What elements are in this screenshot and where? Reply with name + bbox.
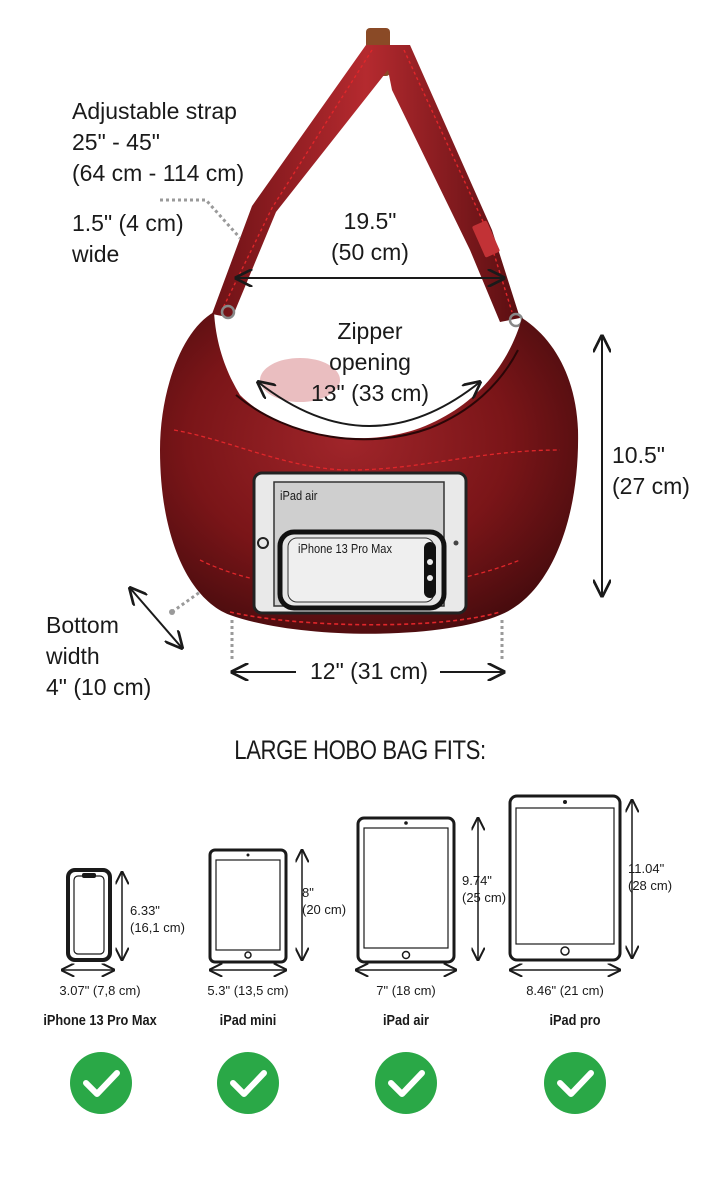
strap-callout-line: Adjustable strap	[72, 98, 237, 124]
fits-heading: LARGE HOBO BAG FITS:	[234, 735, 486, 765]
device-width-label: 7" (18 cm)	[376, 983, 436, 998]
device-width-label: 8.46" (21 cm)	[526, 983, 604, 998]
bottom-line: width	[46, 643, 100, 669]
strap-width-line: wide	[72, 241, 120, 267]
device-height-line: (25 cm)	[462, 890, 507, 905]
zipper-callout: Zipper opening 13" (33 cm)	[290, 316, 450, 409]
bottom-callout: Bottom width 4" (10 cm)	[46, 610, 151, 703]
bottom-line: Bottom	[46, 612, 119, 638]
bottom-leader	[171, 590, 201, 614]
strap-span-callout: 19.5" (50 cm)	[310, 206, 430, 268]
strap-span-line: 19.5"	[343, 208, 397, 234]
strap-span-line: (50 cm)	[331, 239, 409, 265]
strap-callout-line: 25" - 45"	[72, 129, 160, 155]
height-line: (27 cm)	[612, 473, 690, 499]
device-height-line: (16,1 cm)	[130, 920, 185, 935]
device-height-line: 11.04"	[628, 861, 665, 876]
strap-width-line: 1.5" (4 cm)	[72, 210, 184, 236]
zipper-line: Zipper	[337, 318, 403, 344]
bag-strap	[212, 45, 524, 328]
width-callout: 12" (31 cm)	[310, 658, 429, 684]
strap-callout-line: (64 cm - 114 cm)	[72, 160, 245, 186]
iphone-overlay-label: iPhone 13 Pro Max	[298, 541, 392, 556]
strap-callout: Adjustable strap 25" - 45" (64 cm - 114 …	[72, 96, 244, 189]
device-width-label: 5.3" (13,5 cm)	[207, 983, 289, 998]
device-name: iPad mini	[219, 1012, 277, 1029]
ipad-air-overlay-label: iPad air	[280, 488, 318, 503]
device-name: iPad pro	[549, 1012, 601, 1029]
zipper-line: 13" (33 cm)	[310, 380, 430, 406]
device-height-line: 8"	[302, 885, 314, 900]
device-height-line: 9.74"	[462, 873, 492, 888]
bottom-width-arrow	[130, 588, 182, 648]
device-height-label: 8" (20 cm)	[302, 884, 346, 918]
strap-width-callout: 1.5" (4 cm) wide	[72, 208, 184, 270]
height-callout: 10.5" (27 cm)	[612, 440, 690, 502]
device-height-label: 11.04" (28 cm)	[628, 860, 672, 894]
zipper-line: opening	[329, 349, 411, 375]
device-width-label: 3.07" (7,8 cm)	[59, 983, 141, 998]
bottom-line: 4" (10 cm)	[46, 674, 152, 700]
strap-width-leader	[160, 198, 242, 240]
iphone-overlay	[277, 529, 447, 611]
height-line: 10.5"	[612, 442, 665, 468]
device-height-label: 9.74" (25 cm)	[462, 872, 506, 906]
device-name: iPhone 13 Pro Max	[43, 1012, 157, 1029]
device-height-line: (28 cm)	[628, 878, 673, 893]
device-height-label: 6.33" (16,1 cm)	[130, 902, 185, 936]
device-height-line: 6.33"	[130, 903, 160, 918]
device-name: iPad air	[382, 1012, 430, 1029]
zipper-arrow	[258, 382, 480, 427]
device-height-line: (20 cm)	[302, 902, 347, 917]
